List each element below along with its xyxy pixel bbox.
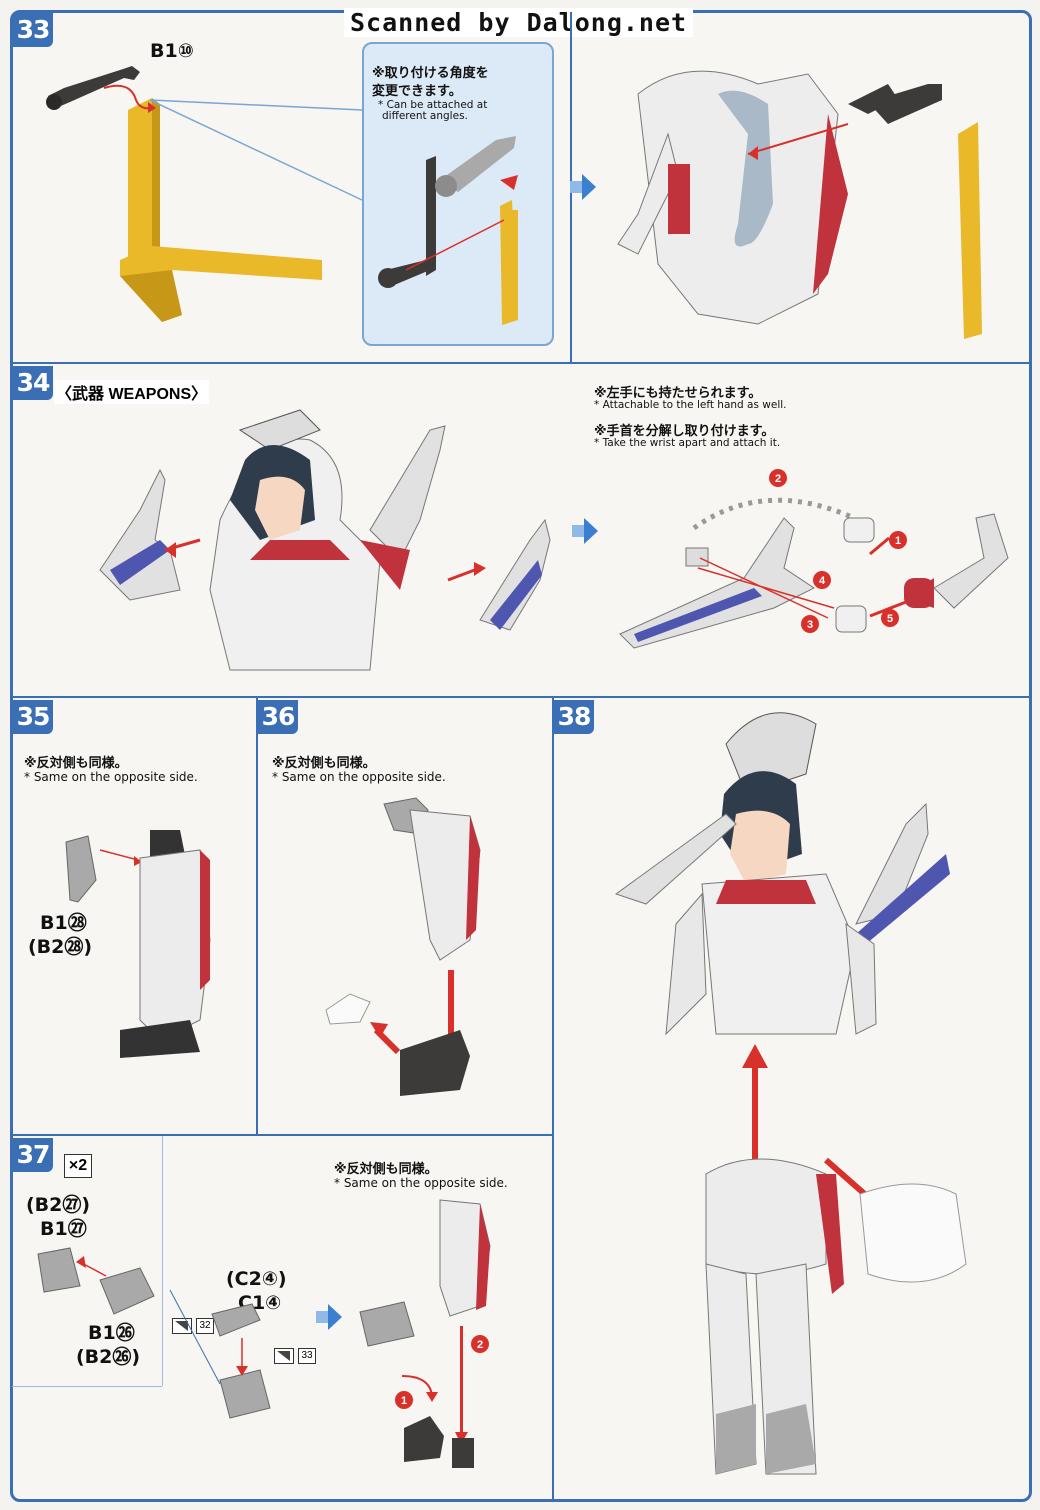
attach-arrow	[103, 84, 156, 113]
step-number: 34	[13, 366, 53, 400]
order-marker: 2	[477, 1339, 483, 1351]
figure-back-view	[617, 70, 982, 339]
col-divider	[552, 698, 554, 1502]
final-assembly-figure	[614, 712, 967, 1475]
note-en: different angles.	[382, 110, 468, 122]
figure-weapons-view	[99, 409, 551, 671]
step-number: 37	[13, 1138, 53, 1172]
col-divider	[162, 1136, 163, 1386]
angle-diagram	[378, 136, 518, 325]
note-en: * Take the wrist apart and attach it.	[594, 437, 781, 449]
note-en: * Same on the opposite side.	[272, 770, 446, 784]
part-label: (B2㉖)	[76, 1346, 141, 1368]
section-heading: 〈武器 WEAPONS〉	[54, 380, 210, 404]
row-divider	[12, 362, 1030, 364]
leg-assembly-36	[325, 797, 481, 1096]
step-number: 36	[258, 700, 298, 734]
angle-callout	[362, 42, 554, 346]
col-divider	[256, 698, 258, 1134]
part-label: B1㉗	[40, 1218, 87, 1240]
multiplier-badge: ×2	[64, 1154, 92, 1178]
note-jp: ※反対側も同様。	[334, 1162, 438, 1177]
part-label: (C2④)	[226, 1268, 287, 1290]
part-label: (B2㉘)	[28, 936, 93, 958]
leg-assembly-37: 1 2	[359, 1199, 491, 1468]
row-divider	[12, 1134, 554, 1136]
note-jp: 変更できます。	[372, 84, 462, 99]
note-jp: ※取り付ける角度を	[372, 66, 489, 81]
sticker-number: 32	[196, 1318, 214, 1334]
callout-pointer	[150, 99, 363, 201]
knee-armor-diagram	[37, 1247, 271, 1419]
next-step-arrow	[316, 1304, 342, 1330]
note-en: * Same on the opposite side.	[24, 770, 198, 784]
row-divider	[12, 1386, 162, 1387]
order-marker: 1	[401, 1395, 407, 1407]
sticker-icon	[274, 1348, 294, 1364]
next-step-arrow	[572, 518, 598, 544]
note-jp: ※手首を分解し取り付けます。	[594, 424, 775, 439]
order-marker: 4	[819, 575, 826, 587]
leg-assembly-35	[65, 830, 211, 1058]
step-number: 38	[554, 700, 594, 734]
step-number: 35	[13, 700, 53, 734]
row-divider	[12, 696, 1030, 698]
watermark: Scanned by Dalong.net	[344, 8, 694, 37]
note-en: * Attachable to the left hand as well.	[594, 399, 787, 411]
note-jp: ※左手にも持たせられます。	[594, 386, 762, 401]
part-label: B1⑩	[150, 40, 194, 62]
sticker-number: 33	[298, 1348, 316, 1364]
order-marker: 2	[775, 473, 781, 485]
note-jp: ※反対側も同様。	[272, 756, 376, 771]
order-marker: 5	[887, 613, 893, 625]
order-marker: 3	[807, 619, 813, 631]
note-en: * Can be attached at	[378, 99, 488, 111]
note-en: * Same on the opposite side.	[334, 1176, 508, 1190]
part-label: B1㉖	[88, 1322, 135, 1344]
yellow-stand	[120, 98, 322, 322]
part-label: (B2㉗)	[26, 1194, 91, 1216]
dark-arm-part	[46, 66, 140, 110]
next-step-arrow	[570, 174, 596, 200]
note-jp: ※反対側も同様。	[24, 756, 128, 771]
order-marker: 1	[895, 535, 901, 547]
part-label: B1㉘	[40, 912, 87, 934]
wrist-attach-diagram: 1 2 3 4 5	[619, 469, 1009, 649]
step-number: 33	[13, 13, 53, 47]
